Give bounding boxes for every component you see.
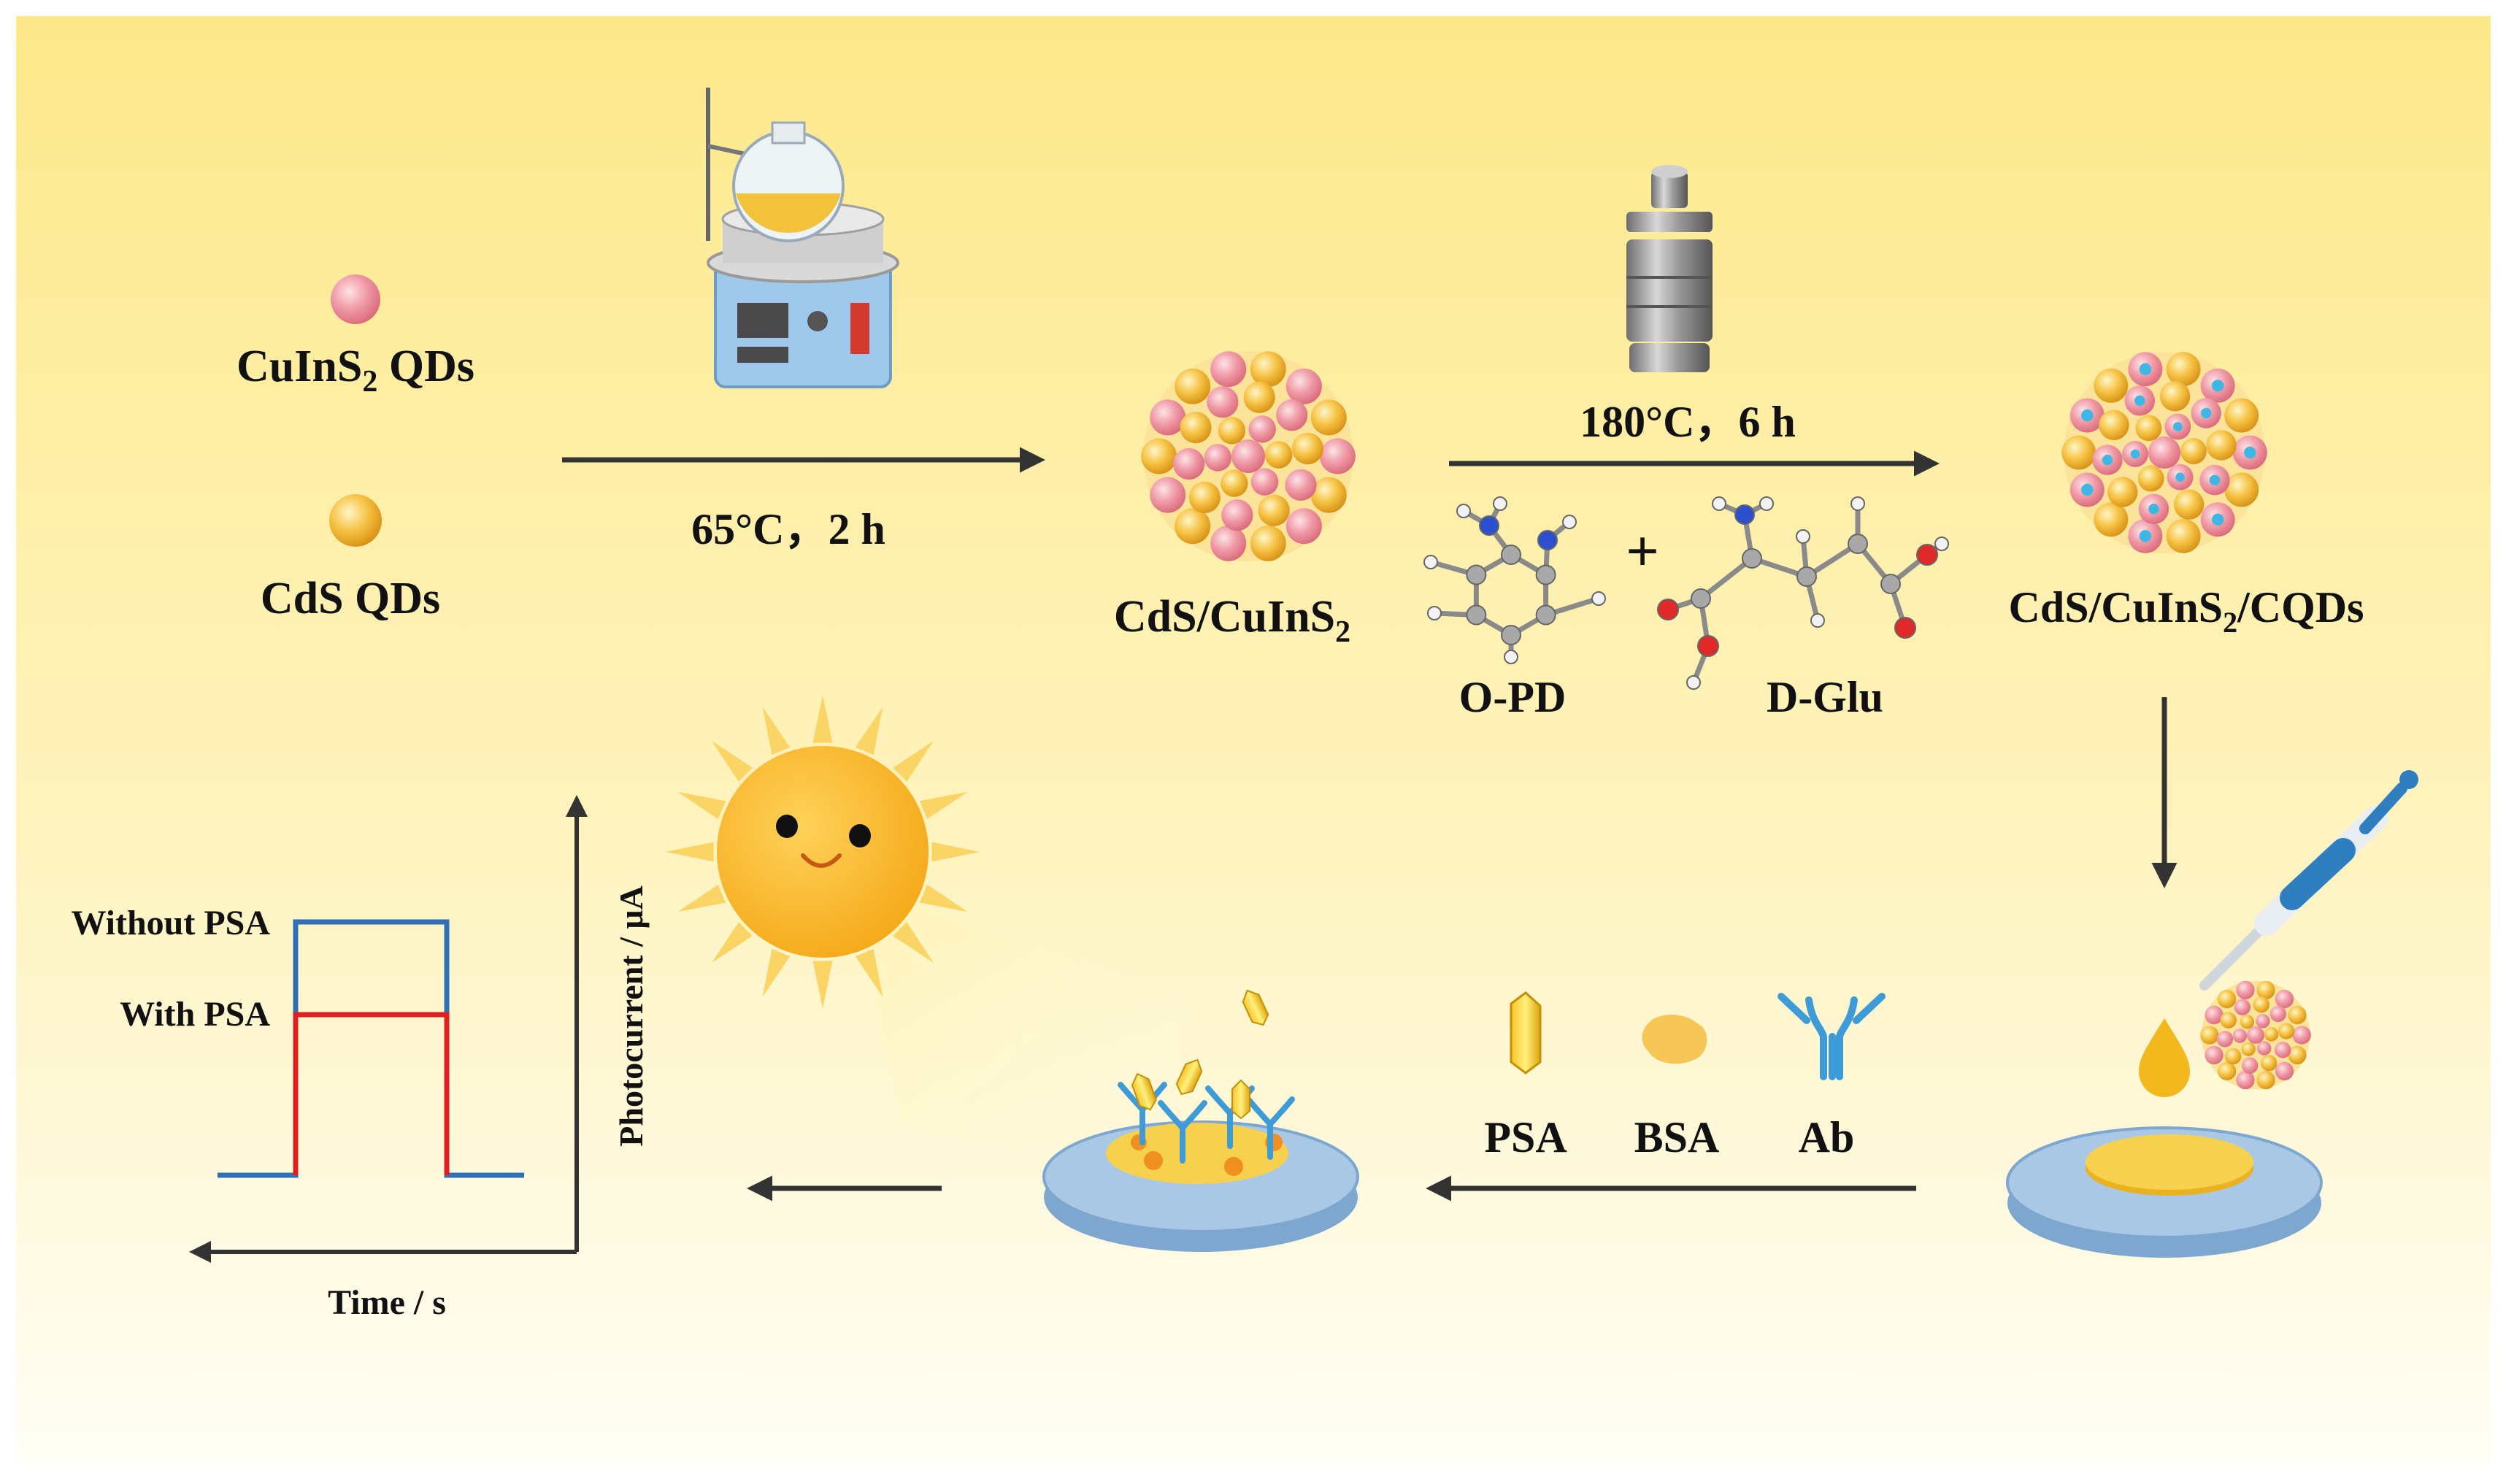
cds-cuins2-cqds-particle: [2061, 352, 2267, 553]
reagent-d-glu-label: D-Glu: [1767, 673, 1883, 721]
cds-qd-sphere: [329, 494, 382, 547]
product-label: CdS/CuInS2/CQDs: [2009, 583, 2364, 639]
cds-qds-label: CdS QDs: [261, 574, 440, 623]
o-pd-molecule: [1423, 496, 1606, 664]
hotplate-stirrer-icon: [706, 88, 899, 388]
plus-sign: +: [1626, 520, 1659, 584]
electrode-coated: [2006, 1126, 2323, 1258]
d-glu-molecule: [1657, 496, 1949, 690]
step1-condition: 65°C，2 h: [691, 505, 885, 553]
graph-y-label: Photocurrent / μA: [612, 885, 650, 1146]
antibody-icon: [1777, 993, 1886, 1080]
captured-psa-crystals: [1131, 989, 1269, 1120]
graph-x-label: Time / s: [328, 1283, 446, 1322]
cuins2-qd-sphere: [331, 274, 380, 324]
cds-cuins2-composite-particle: [1141, 351, 1356, 561]
pipette-icon: [2199, 770, 2418, 991]
electrode-sensor: [1042, 1120, 1359, 1252]
intermediate-label: CdS/CuInS2: [1114, 592, 1350, 649]
cuins2-qds-label: CuInS2 QDs: [237, 342, 474, 399]
trace-without-psa: [218, 919, 524, 1178]
legend-with-psa: With PSA: [120, 995, 270, 1034]
step2-condition: 180°C，6 h: [1580, 398, 1796, 446]
ab-label: Ab: [1799, 1113, 1855, 1161]
psa-crystal-icon: [1510, 991, 1542, 1074]
reagent-o-pd-label: O-PD: [1459, 673, 1567, 721]
sun-icon: [666, 695, 980, 1009]
autoclave-icon: [1626, 165, 1713, 372]
drop-icon: [2139, 1018, 2190, 1097]
legend-without-psa: Without PSA: [71, 904, 270, 942]
photocurrent-graph: Without PSA With PSA Time / s Photocurre…: [71, 795, 650, 1322]
psa-label: PSA: [1484, 1113, 1567, 1161]
bsa-label: BSA: [1634, 1113, 1720, 1161]
small-composite-particle: [2200, 980, 2311, 1090]
bsa-blob-icon: [1642, 1015, 1707, 1064]
light-beam: [854, 887, 1183, 1183]
trace-with-psa: [293, 1012, 450, 1175]
